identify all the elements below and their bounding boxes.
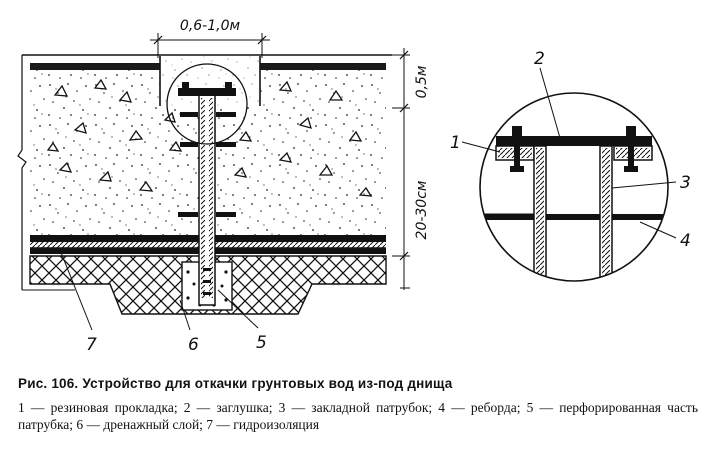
- detail-circle: [479, 92, 669, 282]
- dimension-top-label: 0,5м: [414, 65, 430, 98]
- detail-view: 1 2 3 4: [450, 49, 691, 282]
- drainage-device-diagram: 0,6-1,0м 0,5м 20-30см 7 6 5: [17, 18, 691, 355]
- detail-callout-4: 4: [680, 231, 691, 251]
- main-section: 0,6-1,0м 0,5м 20-30см 7 6 5: [17, 18, 430, 355]
- caption-title: Рис. 106. Устройство для откачки грунтов…: [18, 376, 453, 391]
- pipe-flanges: [178, 112, 236, 217]
- callout-5: 5: [256, 333, 267, 353]
- callout-7: 7: [86, 335, 97, 355]
- pipe-cap: [178, 88, 236, 96]
- detail-cap-plate: [496, 136, 652, 146]
- dimension-side-label: 20-30см: [414, 180, 430, 239]
- dimension-width-label: 0,6-1,0м: [180, 18, 241, 34]
- caption-legend: 1 — резиновая прокладка; 2 — заглушка; 3…: [18, 400, 698, 432]
- figure-caption: Рис. 106. Устройство для откачки грунтов…: [18, 376, 698, 433]
- detail-callout-2: 2: [534, 49, 545, 69]
- aggregate-marks: [46, 78, 373, 197]
- detail-callout-3: 3: [680, 173, 691, 193]
- detail-callout-1: 1: [450, 133, 461, 153]
- detail-marker-circle: [166, 63, 248, 145]
- callout-6: 6: [188, 335, 199, 355]
